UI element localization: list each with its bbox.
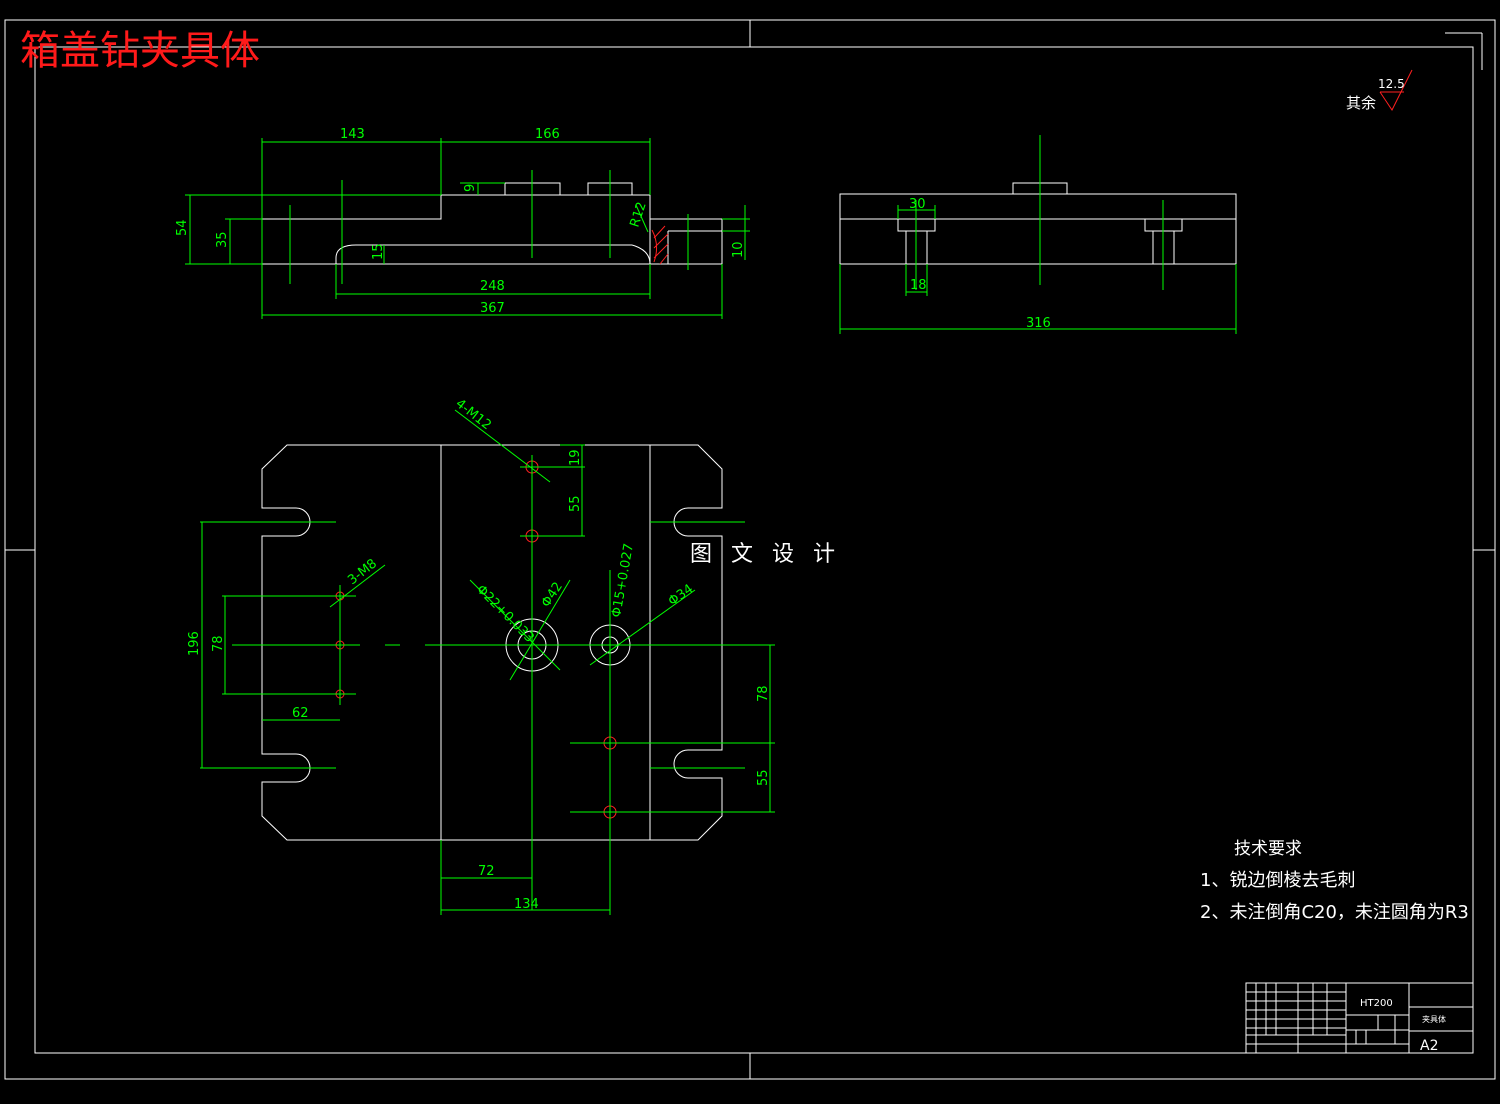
dim-78-a: 78 [211, 635, 226, 652]
frame [4, 19, 1496, 1080]
requirement-item-1: 1、锐边倒棱去毛刺 [1200, 870, 1356, 891]
title-block [1245, 982, 1474, 1054]
dim-phi42: Φ42 [539, 580, 566, 611]
plan-dim-texts: 4-M12 19 55 3-M8 196 78 62 Φ22+0.033 Φ42… [187, 396, 771, 912]
dim-phi15: Φ15+0.027 [609, 542, 637, 618]
dim-30: 30 [909, 197, 926, 212]
plan-holes [335, 460, 617, 819]
roughness-prefix: 其余 [1346, 94, 1377, 112]
dim-35: 35 [215, 231, 230, 248]
dim-248: 248 [480, 279, 505, 294]
dim-10: 10 [731, 241, 746, 258]
dim-62: 62 [292, 706, 309, 721]
requirement-item-2: 2、未注倒角C20，未注圆角为R3 [1200, 902, 1469, 923]
roughness-symbol [1379, 69, 1413, 111]
dim-316: 316 [1026, 316, 1051, 331]
dim-18: 18 [910, 278, 927, 293]
roughness-value: 12.5 [1378, 77, 1405, 91]
front-dim-lines [185, 138, 750, 319]
dim-phi34: Φ34 [666, 582, 697, 610]
dim-143: 143 [340, 127, 365, 142]
front-dim-texts: 143 166 54 35 9 15 248 367 R12 10 [175, 127, 746, 316]
drawing-title: 箱盖钻夹具体 [20, 28, 260, 74]
dim-166: 166 [535, 127, 560, 142]
side-dim-lines [839, 135, 1237, 334]
plan-dim-lines [200, 409, 775, 915]
material: HT200 [1360, 998, 1393, 1009]
dim-55-b: 55 [756, 769, 771, 786]
dim-367: 367 [480, 301, 505, 316]
dim-phi22: Φ22+0.033 [473, 582, 537, 646]
dim-19: 19 [568, 449, 583, 466]
dim-9: 9 [463, 184, 478, 192]
dim-4-m12: 4-M12 [453, 396, 494, 433]
front-centerlines [289, 170, 689, 284]
part-name: 夹具体 [1422, 1014, 1446, 1024]
side-view [839, 182, 1237, 265]
dim-r12: R12 [628, 200, 650, 229]
dim-78-b: 78 [756, 685, 771, 702]
plan-view [261, 444, 723, 841]
requirements-title: 技术要求 [1234, 839, 1302, 859]
dim-55-a: 55 [568, 495, 583, 512]
dim-15: 15 [371, 243, 386, 260]
watermark: 图 文 设 计 [690, 542, 841, 567]
side-dim-texts: 30 18 316 [909, 197, 1051, 331]
dim-54: 54 [175, 219, 190, 236]
dim-134: 134 [514, 897, 539, 912]
front-hatch [651, 225, 669, 265]
sheet-size: A2 [1420, 1038, 1438, 1054]
dim-196: 196 [187, 631, 202, 656]
dim-72: 72 [478, 864, 495, 879]
